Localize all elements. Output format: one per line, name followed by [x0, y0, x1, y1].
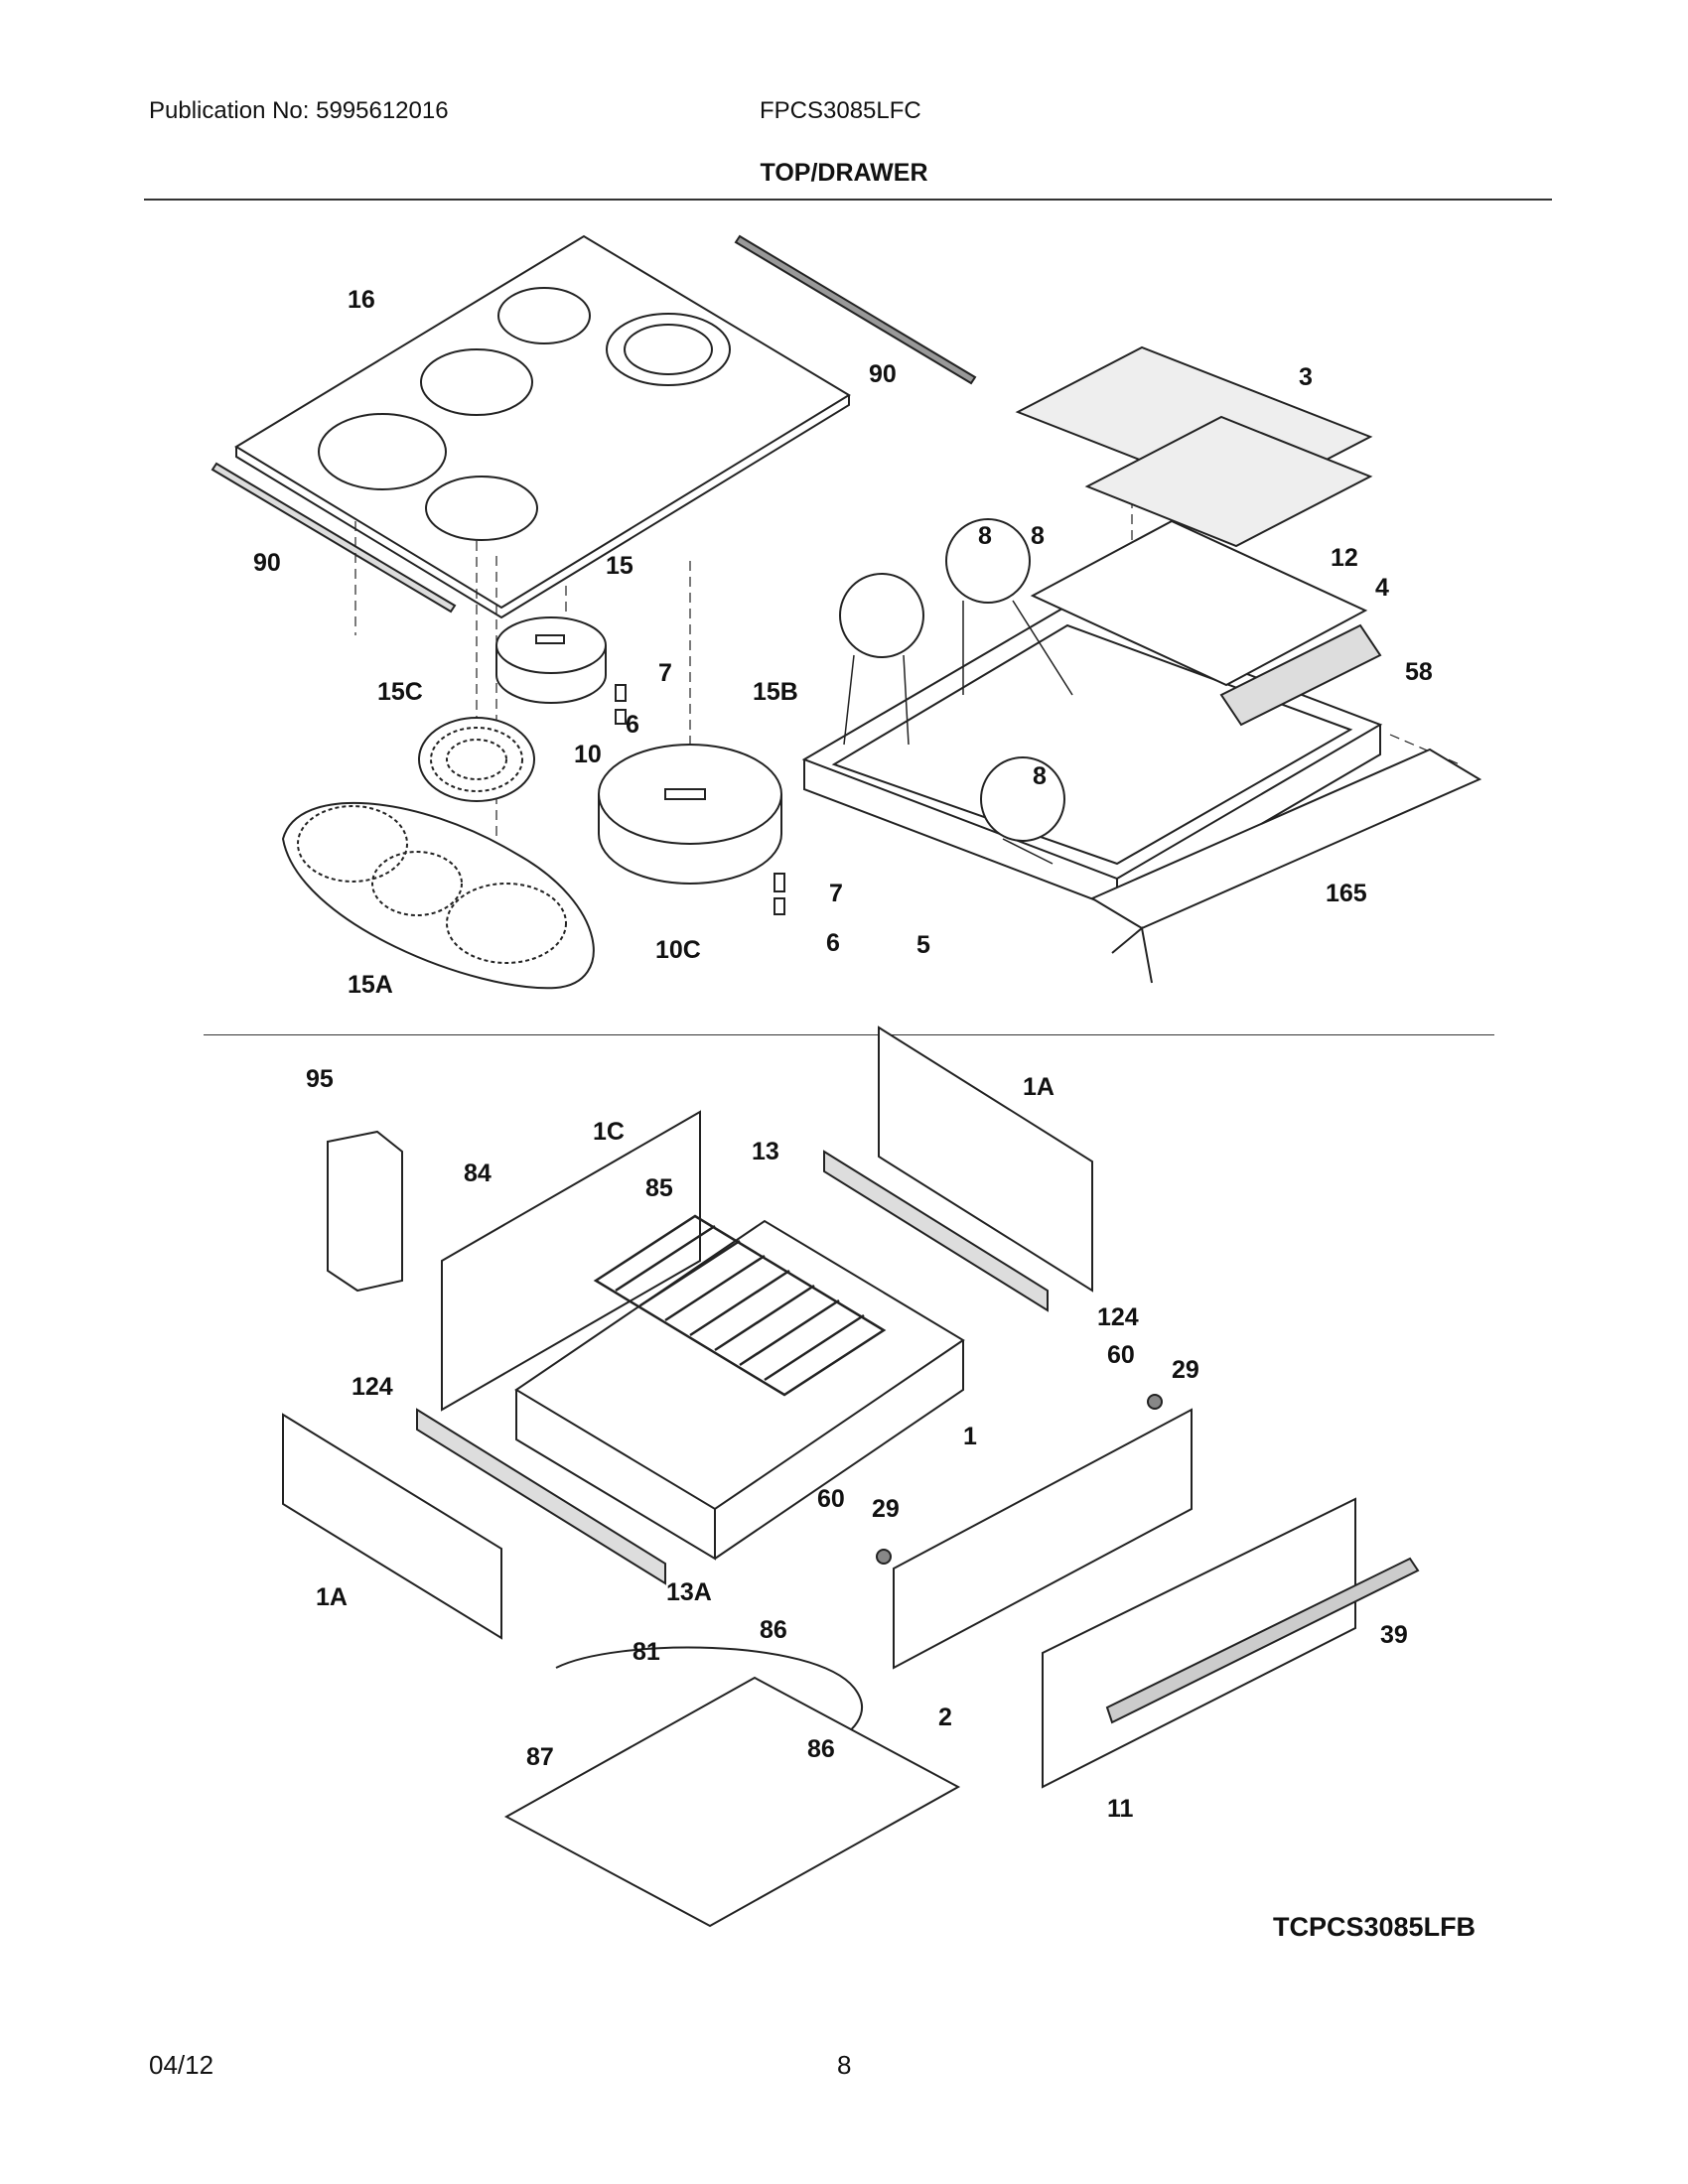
drawer-bottom-plate	[503, 1676, 961, 1928]
drawer-callout-29: 29	[1172, 1356, 1199, 1384]
large-radiant-element	[598, 744, 782, 885]
drawer-callout-13a: 13A	[666, 1578, 712, 1606]
page-number: 8	[837, 2050, 852, 2080]
top-callout-6: 6	[626, 711, 639, 739]
model-number: FPCS3085LFC	[760, 97, 921, 124]
drawer-callout-84: 84	[464, 1160, 492, 1187]
drawer-callout-1a: 1A	[1023, 1073, 1055, 1101]
top-callout-16: 16	[348, 286, 375, 314]
drawer-callout-1c: 1C	[593, 1118, 625, 1146]
drawer-callout-86: 86	[807, 1735, 835, 1763]
top-callout-12: 12	[1331, 544, 1358, 572]
drawer-slide-right	[823, 1150, 1049, 1312]
header-divider	[144, 199, 1552, 201]
top-callout-8: 8	[1031, 522, 1045, 550]
top-callout-15c: 15C	[377, 678, 423, 706]
drawer-callout-124: 124	[352, 1373, 393, 1401]
trim-strip-front	[211, 462, 457, 614]
top-callout-4: 4	[1375, 574, 1389, 602]
top-callout-15b: 15B	[753, 678, 798, 706]
drawer-callout-124: 124	[1097, 1303, 1139, 1331]
clip-callout-lower	[980, 756, 1065, 842]
diagram-code: TCPCS3085LFB	[1273, 1912, 1476, 1942]
top-callout-58: 58	[1405, 658, 1433, 686]
top-callout-7: 7	[658, 659, 672, 687]
drawer-front-inner	[893, 1408, 1193, 1670]
top-callout-6: 6	[826, 929, 840, 957]
drawer-callout-2: 2	[938, 1704, 952, 1731]
drawer-callout-11: 11	[1107, 1795, 1134, 1823]
trim-strip-rear	[734, 234, 977, 385]
drawer-callout-87: 87	[526, 1743, 554, 1771]
wire-rack	[593, 1214, 887, 1397]
section-title: TOP/DRAWER	[760, 159, 928, 187]
drawer-callout-81: 81	[633, 1638, 660, 1666]
top-callout-10c: 10C	[655, 936, 701, 964]
insulation-plates	[1015, 345, 1382, 727]
top-callout-15a: 15A	[348, 971, 393, 999]
top-callout-5: 5	[916, 931, 930, 959]
drawer-callout-60: 60	[1107, 1341, 1135, 1369]
drawer-front-panel	[1042, 1497, 1420, 1789]
bridge-element	[281, 801, 595, 990]
top-callout-90: 90	[253, 549, 281, 577]
drawer-callout-95: 95	[306, 1065, 334, 1093]
drawer-callout-1a: 1A	[316, 1583, 348, 1611]
top-callout-3: 3	[1299, 363, 1313, 391]
cooktop-glass	[234, 234, 851, 619]
fasteners	[615, 684, 785, 915]
top-callout-10: 10	[574, 741, 602, 768]
drawer-callout-1: 1	[963, 1423, 977, 1450]
rear-panel	[878, 1025, 1093, 1293]
drawer-callout-60: 60	[817, 1485, 845, 1513]
side-rail	[1089, 748, 1482, 984]
clip-callout-middle	[945, 518, 1031, 604]
drawer-callout-85: 85	[645, 1174, 673, 1202]
top-callout-8: 8	[1033, 762, 1047, 790]
top-callout-8: 8	[978, 522, 992, 550]
vent-bracket	[327, 1130, 403, 1293]
section-divider	[204, 1034, 1494, 1035]
top-callout-165: 165	[1326, 880, 1367, 907]
publication-number: Publication No: 5995612016	[149, 97, 449, 124]
top-callout-90: 90	[869, 360, 897, 388]
top-callout-7: 7	[829, 880, 843, 907]
drawer-callout-13: 13	[752, 1138, 779, 1165]
footer-date: 04/12	[149, 2050, 214, 2080]
top-callout-15: 15	[606, 552, 633, 580]
coil-element-15c	[418, 717, 535, 802]
drawer-callout-86: 86	[760, 1616, 787, 1644]
side-panel-left	[441, 1110, 701, 1412]
drawer-callout-39: 39	[1380, 1621, 1408, 1649]
drawer-slide-left	[416, 1408, 666, 1585]
side-panel-lower	[282, 1413, 502, 1640]
drawer-callout-29: 29	[872, 1495, 900, 1523]
clip-callout-left	[839, 573, 924, 658]
small-radiant-element	[495, 616, 607, 704]
